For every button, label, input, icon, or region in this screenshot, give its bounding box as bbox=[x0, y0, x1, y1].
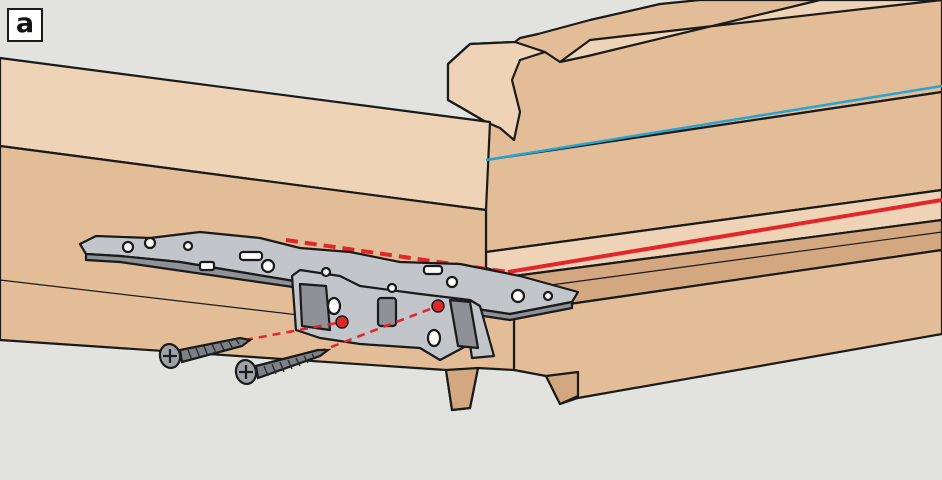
guide-line-red bbox=[507, 198, 942, 274]
panel-label: a bbox=[7, 8, 43, 42]
drawer-side-panel-right bbox=[446, 0, 942, 406]
guide-line-blue bbox=[485, 84, 942, 162]
screw-path-1 bbox=[244, 320, 343, 342]
wood-screw-1 bbox=[158, 336, 253, 370]
mounting-bracket bbox=[78, 230, 580, 362]
screw-path-2 bbox=[317, 304, 439, 354]
wood-screw-2 bbox=[234, 348, 332, 386]
